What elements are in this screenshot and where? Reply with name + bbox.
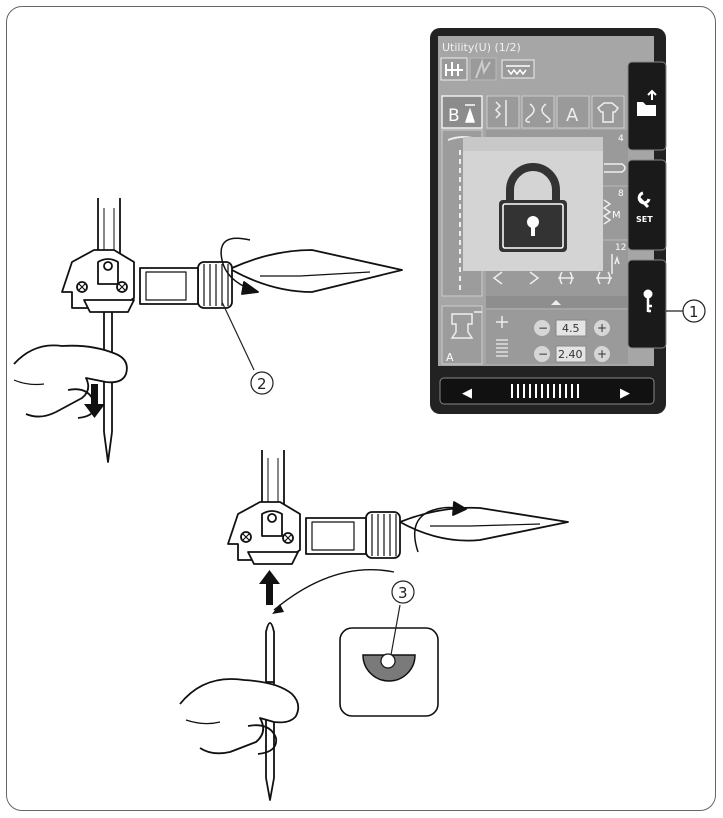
svg-text:2: 2 [257, 375, 267, 393]
svg-text:3: 3 [398, 584, 408, 602]
pattern-number: 12 [615, 243, 626, 253]
next-page-button[interactable]: ▶ [620, 386, 630, 401]
screen-lock-overlay [463, 137, 603, 271]
width-value: 4.5 [562, 322, 580, 335]
svg-text:−: − [538, 321, 548, 335]
svg-text:B: B [448, 106, 460, 126]
scroll-slider[interactable] [511, 384, 579, 398]
width-icon [496, 316, 508, 328]
width-minus-button[interactable] [534, 320, 550, 336]
category-tabs: B A [441, 95, 625, 129]
svg-text:1: 1 [689, 303, 699, 321]
width-plus-button[interactable] [594, 320, 610, 336]
folder-export-icon [637, 89, 657, 116]
wrench-icon [637, 191, 651, 209]
pattern-number: 8 [618, 189, 624, 199]
callout-1 [682, 299, 706, 323]
pattern-number: 4 [618, 134, 624, 144]
stitch-settings: − 4.5 + − 2.40 + [486, 310, 628, 364]
svg-text:−: − [538, 347, 548, 361]
hand-upper [13, 312, 128, 463]
callout-2 [250, 371, 274, 395]
key-icon [643, 289, 653, 313]
needle-icon [265, 622, 275, 683]
length-icon [496, 339, 508, 357]
lock-icon [499, 163, 567, 252]
tab-buttonhole-b[interactable] [441, 95, 483, 129]
tab-alphabet[interactable] [556, 95, 590, 129]
prev-page-button[interactable]: ◀ [462, 386, 472, 401]
screen-title: Utility(U) (1/2) [442, 41, 521, 54]
length-plus-button[interactable] [594, 346, 610, 362]
needle-clamp-lower [227, 450, 569, 565]
tab-heirloom[interactable] [591, 95, 625, 129]
arrow-up-icon [259, 570, 280, 605]
length-value-box [555, 345, 587, 363]
needle-flat-side-detail [272, 569, 439, 717]
hand-icon [13, 344, 128, 418]
diagram-frame [6, 6, 716, 811]
needle-clamp-upper [61, 198, 403, 313]
presser-foot-indicator: A [441, 305, 483, 365]
alphabet-letter: A [566, 105, 579, 126]
pattern-mode-label: M [612, 210, 621, 221]
presser-foot-label: A [446, 351, 454, 364]
tab-utility[interactable] [486, 95, 520, 129]
hand-lower [179, 622, 300, 801]
callout-3 [391, 580, 415, 604]
svg-text:+: + [597, 347, 607, 361]
tab-decorative[interactable] [521, 95, 555, 129]
hand-icon [179, 678, 300, 755]
set-label: SET [636, 215, 653, 224]
length-value: 2.40 [558, 348, 583, 361]
length-minus-button[interactable] [534, 346, 550, 362]
mode-icons [440, 57, 535, 81]
screwdriver-icon [231, 249, 403, 293]
arrow-down-icon [84, 384, 105, 418]
presser-foot-icon [450, 313, 474, 339]
page-scroll-bar: ◀ ▶ [439, 377, 655, 405]
svg-text:+: + [597, 321, 607, 335]
thread-cutter-icon[interactable] [501, 59, 535, 79]
touch-screen-panel: Utility(U) (1/2) B A [430, 28, 667, 414]
side-buttons: SET [627, 61, 667, 349]
width-value-box [555, 319, 587, 337]
